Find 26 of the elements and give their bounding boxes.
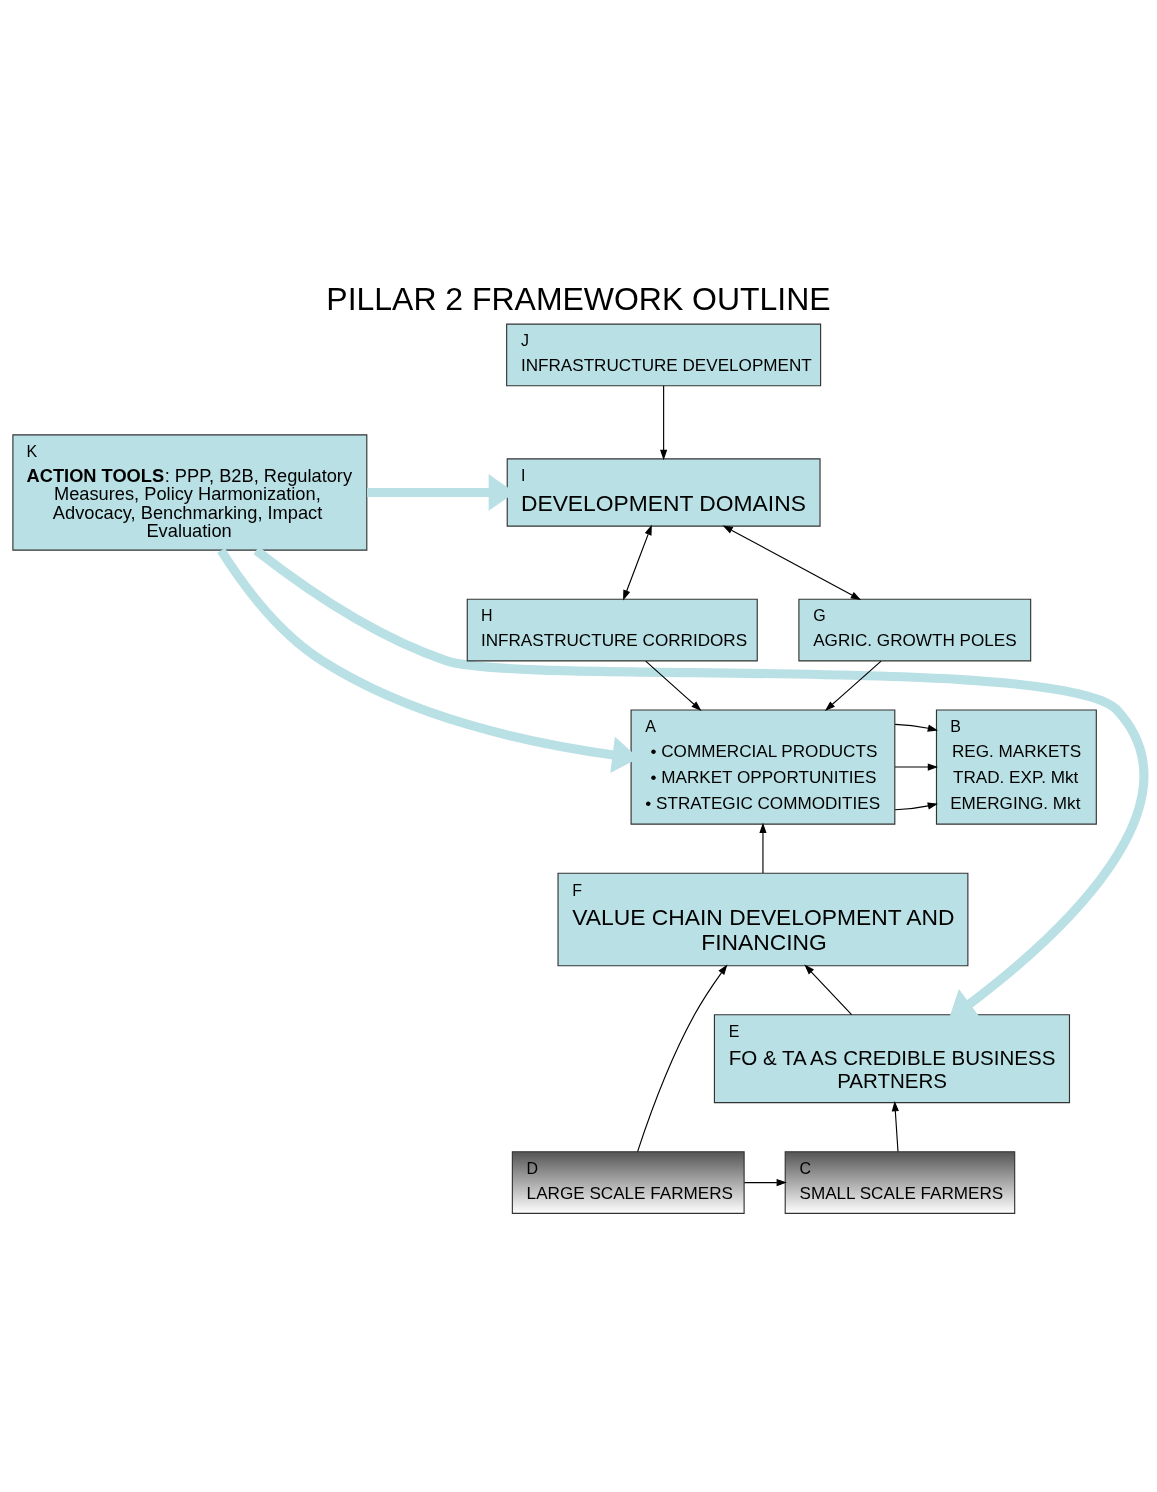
arrow (894, 762, 939, 771)
arrow (894, 801, 938, 810)
node-box: F VALUE CHAIN DEVELOPMENT AND FINANCING (557, 872, 969, 966)
node-box: C SMALL SCALE FARMERS (784, 1150, 1016, 1214)
diagram-title: PILLAR 2 FRAMEWORK OUTLINE (326, 280, 831, 317)
arrow (660, 384, 668, 460)
arrow (824, 660, 882, 711)
arrow (759, 822, 767, 873)
arrow (743, 1178, 787, 1186)
node-box: E FO & TA AS CREDIBLE BUSINESS PARTNERS (713, 1013, 1071, 1103)
arrow (722, 524, 862, 600)
node-box: I DEVELOPMENT DOMAINS (506, 457, 821, 527)
node-box: D LARGE SCALE FARMERS (511, 1150, 745, 1214)
arrow (645, 660, 702, 711)
node-box: A • COMMERCIAL PRODUCTS • MARKET OPPORTUNITIES • STRATEGIC COMMODITIES (630, 708, 896, 825)
node-box: G AGRIC. GROWTH POLES (798, 598, 1032, 661)
node-box: H INFRASTRUCTURE CORRIDORS (466, 598, 758, 661)
node-box: B REG. MARKETS TRAD. EXP. Mkt EMERGING. Mkt (935, 708, 1097, 825)
node-box: K ACTION TOOLS: PPP, B2B, Regulatory Measures, Policy Harmonization, Advocacy, Benchmarking, Impact Evaluation (12, 433, 368, 551)
arrow (804, 964, 853, 1015)
arrow (637, 964, 728, 1152)
arrow (894, 723, 938, 732)
arrow (253, 546, 1148, 1019)
arrow (891, 1100, 899, 1152)
arrow (623, 524, 652, 600)
node-box: J INFRASTRUCTURE DEVELOPMENT (506, 323, 822, 386)
